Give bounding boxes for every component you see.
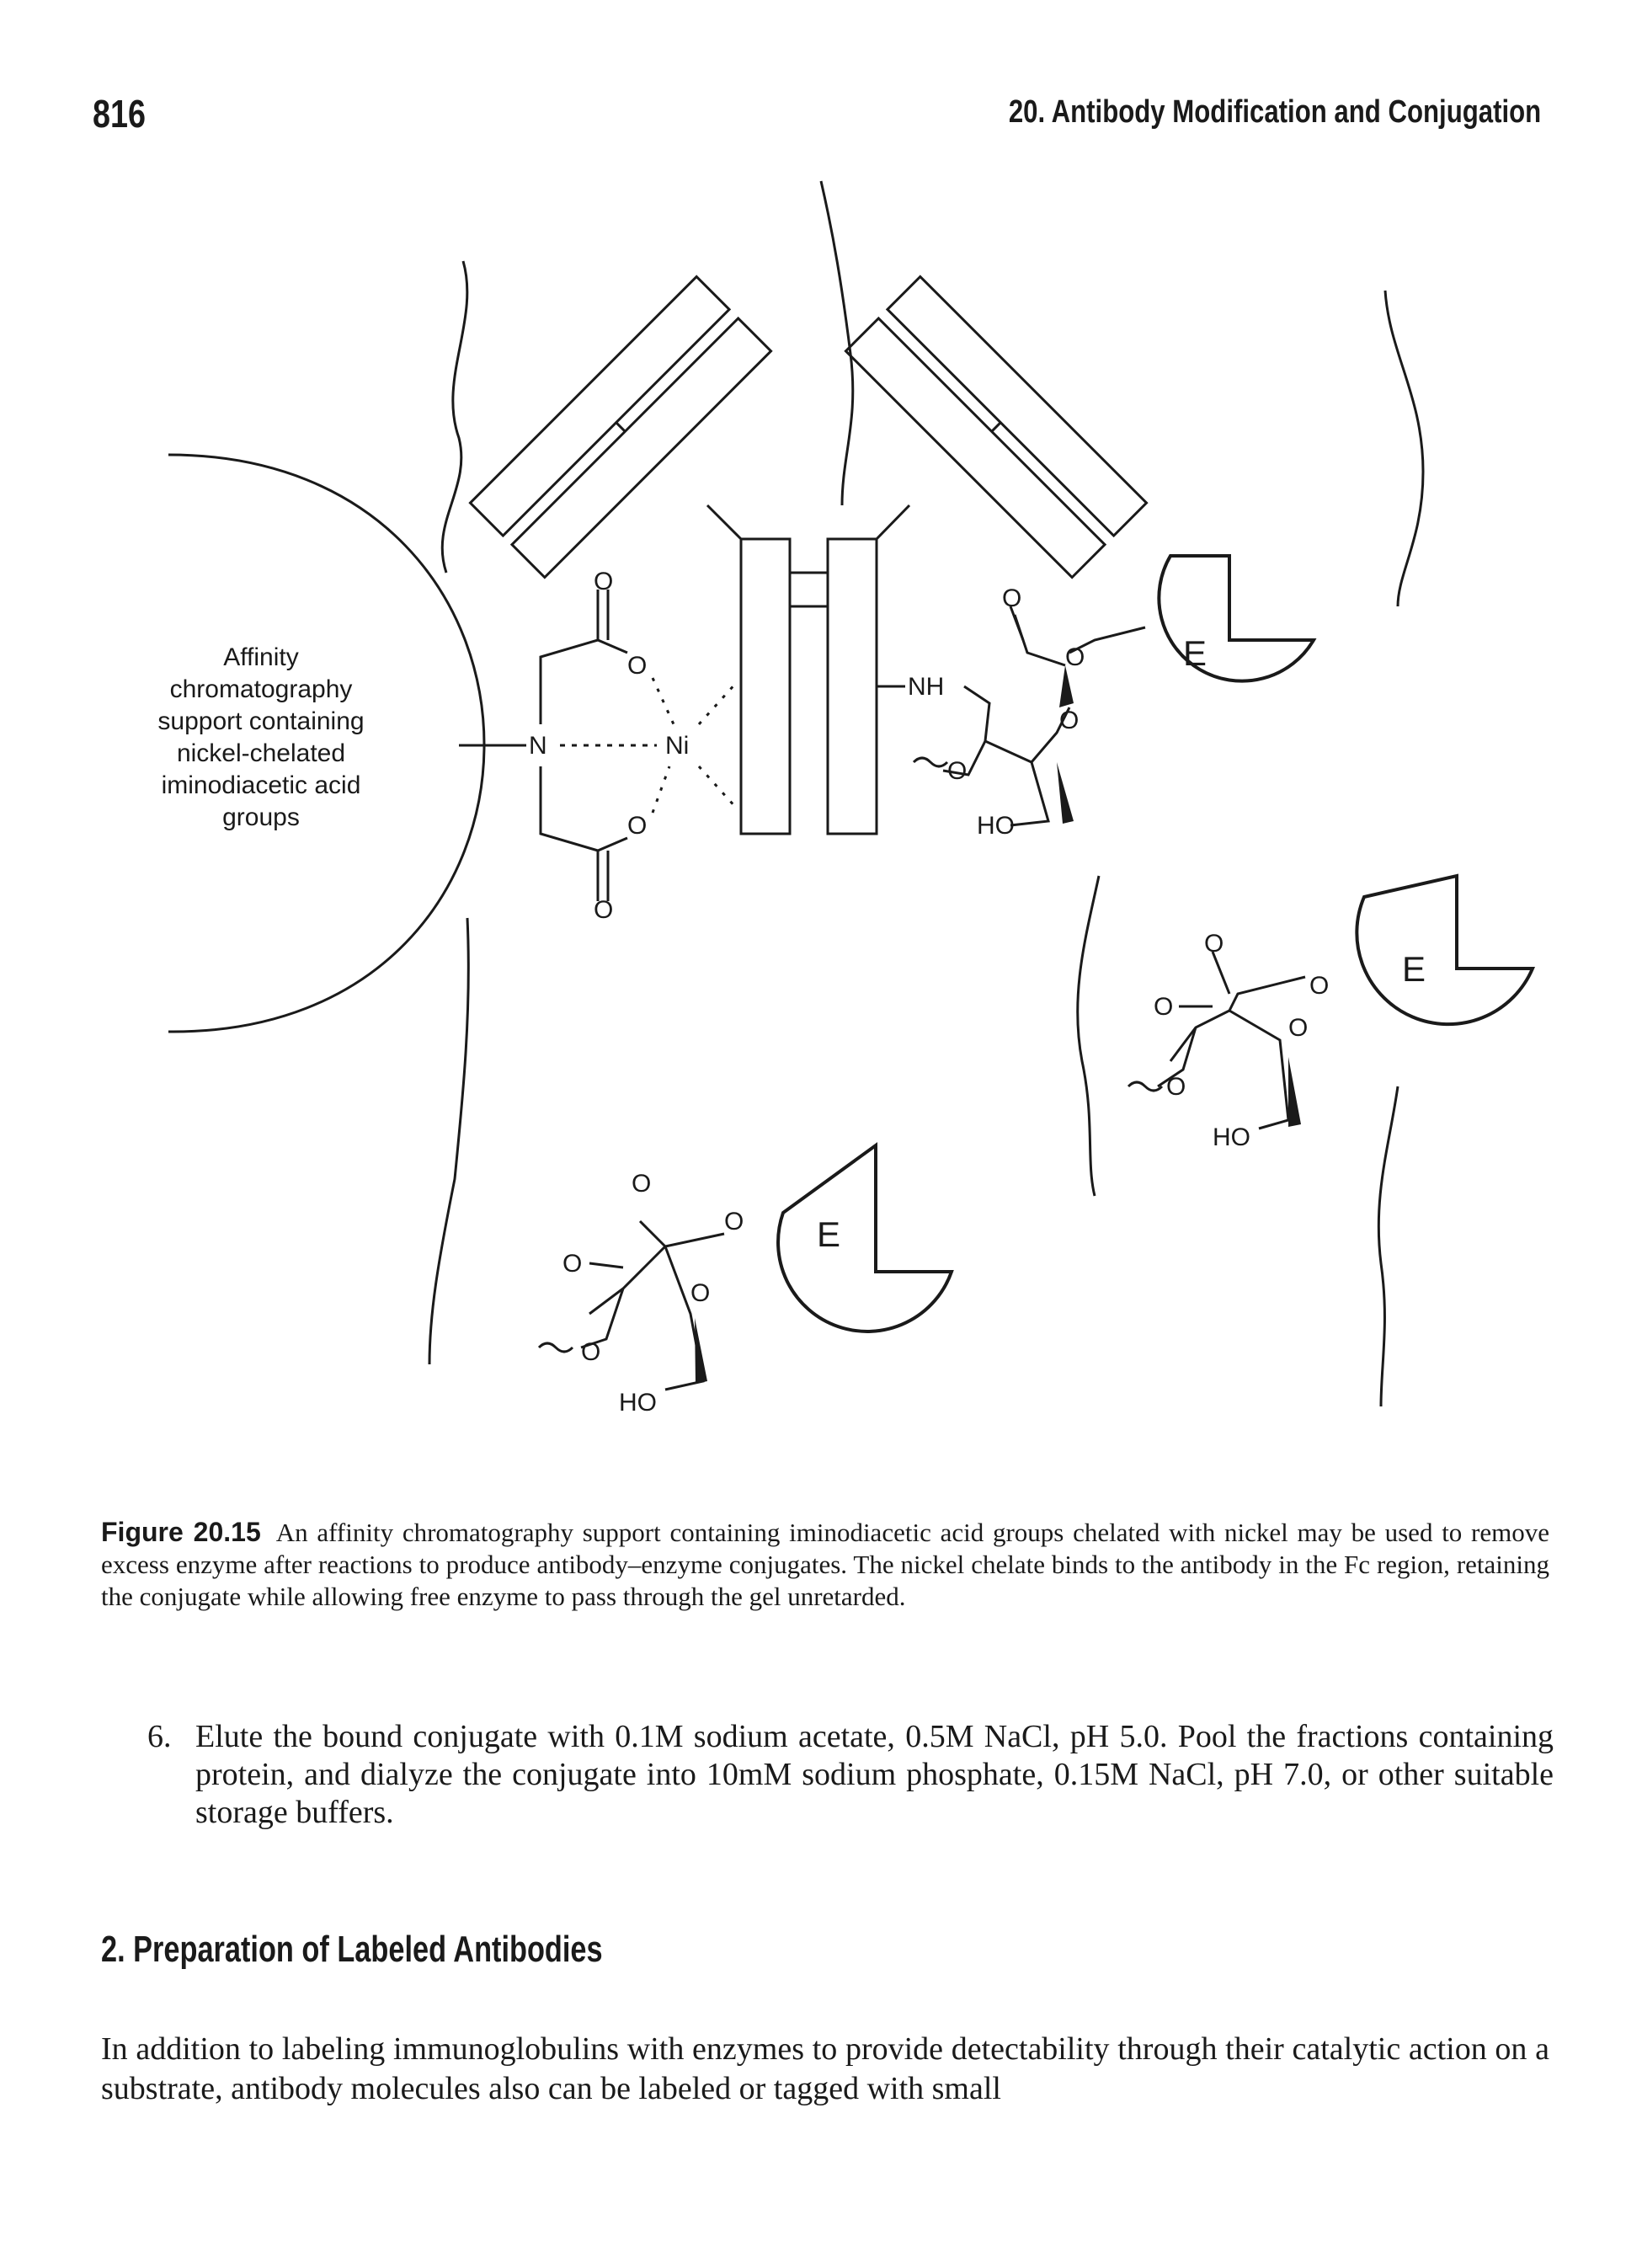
gel-strand xyxy=(428,917,470,1365)
enzyme-conjugate-bound xyxy=(877,554,1317,827)
iminodiacetate-chelate xyxy=(459,590,738,901)
atom-oxygen: O xyxy=(1002,584,1021,612)
gel-strand xyxy=(1076,875,1101,1197)
enzyme-label: E xyxy=(1183,633,1207,673)
gel-strand xyxy=(1377,1086,1399,1407)
atom-amine: NH xyxy=(908,673,944,701)
antibody-fab-right xyxy=(844,275,1149,579)
body-paragraph: In addition to labeling immunoglobulins … xyxy=(101,2031,1549,2106)
section-heading: 2. Preparation of Labeled Antibodies xyxy=(101,1929,603,1970)
figure-diagram: Affinity chromatography support containi… xyxy=(157,180,1536,1417)
atom-oxygen: O xyxy=(562,1250,582,1278)
page-number: 816 xyxy=(93,92,146,136)
atom-oxygen: O xyxy=(1059,707,1079,734)
support-label-line: nickel-chelated xyxy=(177,739,345,767)
atom-oxygen: O xyxy=(724,1208,744,1235)
atom-oxygen: O xyxy=(690,1279,710,1307)
atom-oxygen: O xyxy=(1065,643,1085,671)
atom-oxygen: O xyxy=(947,757,967,785)
atom-oxygen: O xyxy=(594,568,613,595)
step-number: 6. xyxy=(147,1719,172,1754)
atom-oxygen: O xyxy=(1204,930,1224,958)
procedure-step: 6. Elute the bound conjugate with 0.1M s… xyxy=(147,1718,1554,1832)
atom-nitrogen: N xyxy=(529,732,547,760)
enzyme-label: E xyxy=(817,1214,840,1254)
caption-text: An affinity chromatography support conta… xyxy=(101,1518,1550,1611)
gel-strand xyxy=(1383,290,1425,607)
antibody-fab-left xyxy=(468,275,773,579)
antibody-affinity-diagram: Affinity chromatography support containi… xyxy=(157,180,1536,1417)
atom-oxygen: O xyxy=(1288,1014,1308,1042)
atom-oxygen: O xyxy=(594,896,613,924)
support-label-line: iminodiacetic acid xyxy=(162,771,361,799)
atom-oxygen: O xyxy=(627,812,647,840)
gel-strand xyxy=(819,180,855,506)
figure-label: Figure 20.15 xyxy=(101,1517,261,1547)
gel-strand xyxy=(440,260,469,574)
atom-hydroxyl: HO xyxy=(619,1389,657,1417)
atom-oxygen: O xyxy=(581,1338,600,1366)
atom-oxygen: O xyxy=(1309,972,1329,1000)
step-text: Elute the bound conjugate with 0.1M sodi… xyxy=(195,1719,1554,1830)
support-label-line: Affinity xyxy=(223,643,299,671)
enzyme-conjugate-free-1 xyxy=(1127,873,1536,1130)
antibody-fc-region xyxy=(739,537,878,835)
running-title: 20. Antibody Modification and Conjugatio… xyxy=(1008,94,1541,130)
atom-oxygen: O xyxy=(1166,1073,1186,1101)
enzyme-label: E xyxy=(1402,949,1426,989)
atom-oxygen: O xyxy=(632,1170,651,1198)
atom-oxygen: O xyxy=(1154,993,1173,1021)
atom-hydroxyl: HO xyxy=(977,812,1015,840)
support-label-line: support containing xyxy=(157,707,364,735)
atom-nickel: Ni xyxy=(665,732,689,760)
enzyme-conjugate-free-2 xyxy=(537,1142,954,1391)
atom-oxygen: O xyxy=(627,652,647,680)
support-label: Affinity chromatography support containi… xyxy=(157,643,364,831)
support-label-line: chromatography xyxy=(170,675,353,703)
atom-hydroxyl: HO xyxy=(1213,1123,1250,1151)
support-label-line: groups xyxy=(222,803,300,831)
